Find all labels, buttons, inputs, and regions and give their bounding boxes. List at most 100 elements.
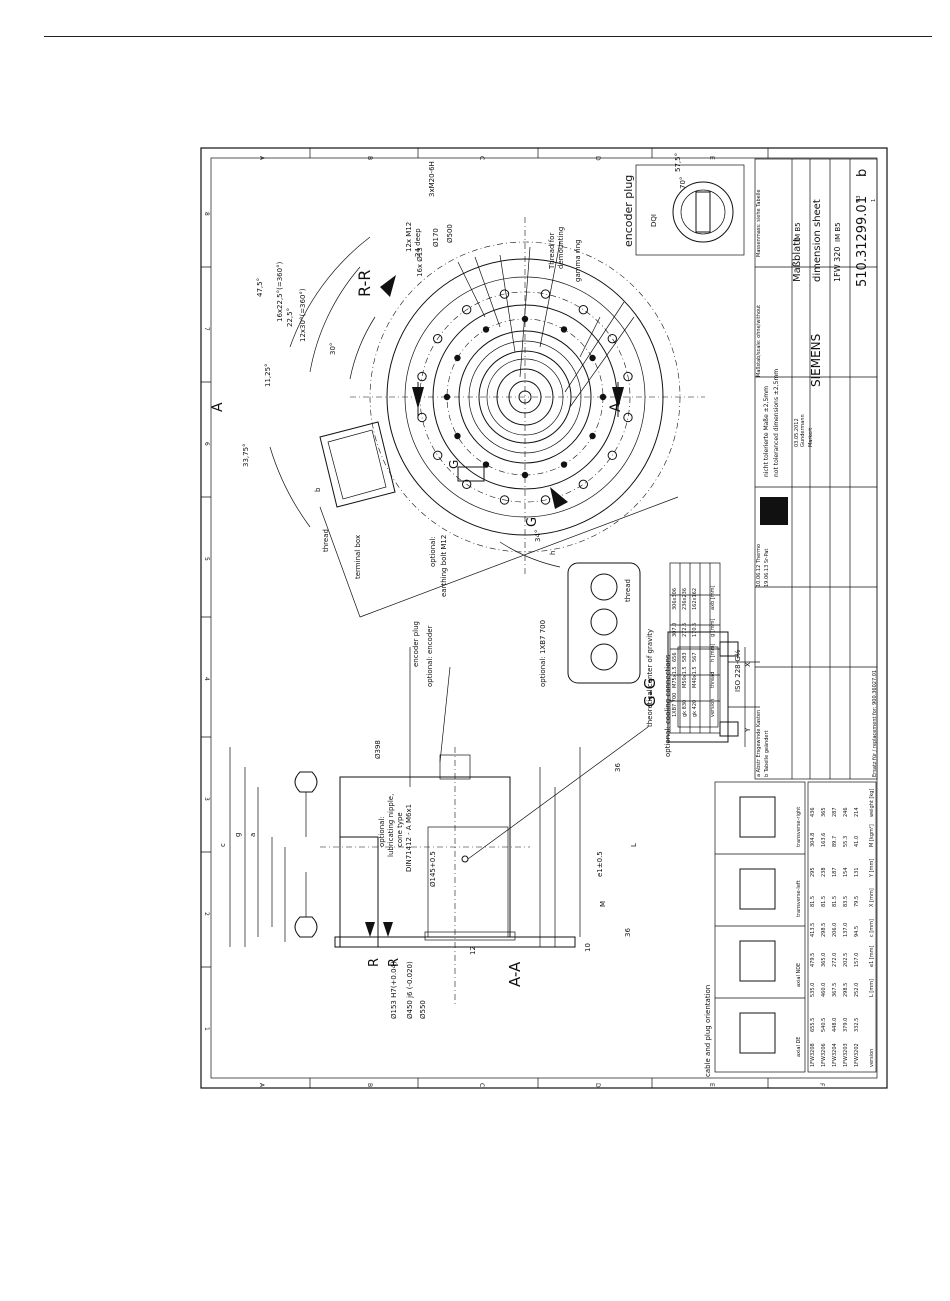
thread-table-cell: 583 xyxy=(682,652,688,662)
version-table-cell: 154 xyxy=(843,867,849,877)
title-sheet: 1 xyxy=(871,199,877,202)
orient-motor-1 xyxy=(739,796,776,838)
version-table-header: Y [mm] xyxy=(869,859,875,878)
version-table-cell: 540.5 xyxy=(821,1018,827,1032)
g-arrow xyxy=(550,487,568,509)
title-block-frame xyxy=(754,158,878,780)
version-table-cell: 246 xyxy=(843,807,849,817)
threaded-hole xyxy=(521,315,529,323)
version-table-cell: 238 xyxy=(821,867,827,877)
dim-c: c xyxy=(219,843,227,847)
replacement: Ersatz für / replacement for: 900.36027.… xyxy=(872,670,878,777)
thread-hole-1 xyxy=(590,573,618,601)
dim-3xm20: 3xM20-6H xyxy=(428,161,436,197)
label-thread-for: Thread for xyxy=(548,233,556,270)
zone-letter: C xyxy=(478,1083,485,1087)
bolt-hole xyxy=(499,289,510,299)
bolt-hole xyxy=(432,333,443,344)
cable-orientation-panel: cable and plug orientation transverse-ri… xyxy=(704,781,806,1077)
thread-table-cell: 1XB7 700 xyxy=(672,693,678,717)
g-marker-2: G xyxy=(525,517,540,527)
label-y: Y xyxy=(744,727,752,733)
title-format: A3 xyxy=(856,195,862,202)
r-marker-2: R xyxy=(387,958,402,967)
bolt-hole xyxy=(499,495,510,505)
version-table-cells: 1FW3208655.5535.0479.5413.581.5295304.84… xyxy=(810,789,875,1067)
dim-a: a xyxy=(249,833,257,837)
cog-leader xyxy=(467,726,649,860)
outer-frame xyxy=(200,147,888,1089)
title-mounting-2: IM B5 xyxy=(834,222,842,242)
aa-section-view xyxy=(229,647,649,1007)
orient-motor-3 xyxy=(739,940,776,982)
threaded-hole xyxy=(589,354,596,362)
title-de: Maßblatt xyxy=(792,238,803,282)
dim-d145: Ø145+0.5 xyxy=(429,851,437,887)
label-lub-3: cone type xyxy=(396,812,404,847)
label-optional-earthing: optional: xyxy=(429,536,437,567)
label-thread: thread xyxy=(322,529,330,552)
version-table-cell: 1FW3204 xyxy=(832,1043,838,1067)
dim-16x22-5: 16x22,5°(=360°) xyxy=(276,261,284,322)
version-table-cell: 252.0 xyxy=(854,983,860,997)
center-lines xyxy=(350,217,705,577)
version-table-header: c [mm] xyxy=(869,919,875,937)
thread-table-header: h [mm] xyxy=(710,644,716,662)
bolt-hole xyxy=(540,495,551,505)
version-table-header: weight [kg] xyxy=(869,789,875,817)
cog-marker xyxy=(461,855,469,863)
version-table-cell: 94.5 xyxy=(854,926,860,937)
thread-table-header: axb [mm] xyxy=(710,586,716,610)
version-table-cell: 81.5 xyxy=(832,896,838,907)
dim-10: 10 xyxy=(584,943,592,952)
label-x: X xyxy=(744,662,752,667)
view-title-aa: A-A xyxy=(506,961,524,987)
rev-a-date: 10.06.12 Thermo xyxy=(756,544,762,587)
dim-M: M xyxy=(599,901,607,907)
thread-table-cell: 162x162 xyxy=(692,588,698,610)
threaded-hole xyxy=(589,432,596,440)
bolt-hole xyxy=(461,479,472,490)
dim-16xd13: 16x Ø13 xyxy=(416,247,424,277)
version-table-header: version xyxy=(869,1049,875,1067)
label-iso: ISO 228-G½ xyxy=(734,649,742,692)
thread-table-cell: 170.5 xyxy=(692,623,698,637)
zone-number: 7 xyxy=(203,327,210,331)
zone-letter: C xyxy=(478,156,485,160)
orient-label-3: axial NDE xyxy=(796,963,802,987)
dim-12xm12: 12x M12 xyxy=(405,222,413,252)
label-demounting: demounting xyxy=(557,227,565,269)
version-table-cell: 1FW3203 xyxy=(843,1043,849,1067)
g-marker-1: G xyxy=(447,460,461,469)
bolt-hole xyxy=(607,333,618,344)
terminal-box-outline xyxy=(319,421,396,508)
rev-a: a Abstr Ersgewinde Kasten xyxy=(756,710,762,777)
title-scale: Maßstab/scale: ohne/without xyxy=(756,305,762,377)
thread-table-header: thread xyxy=(710,672,716,688)
technical-drawing: A B C D E A B C D E F 1 2 3 4 5 6 7 8 xyxy=(200,147,888,1089)
bolt-hole xyxy=(578,479,589,490)
version-table-cell: 295 xyxy=(810,867,816,877)
terminal-box-inner xyxy=(327,429,387,500)
terminal-block xyxy=(339,836,379,948)
thread-table-cell: 236x236 xyxy=(682,588,688,610)
zone-letter: A xyxy=(258,1083,265,1088)
cooling-port-1 xyxy=(719,641,739,657)
encoder-plug-inner xyxy=(680,189,726,235)
zone-letter: B xyxy=(366,1083,373,1087)
orient-label-1: transverse-right xyxy=(796,807,802,847)
drawing-number: 510.31299.01 xyxy=(855,196,870,287)
bolt-hole xyxy=(623,371,633,382)
dim-24-deep: 24 deep xyxy=(414,228,422,257)
version-table-header: e1 [mm] xyxy=(869,945,875,967)
zone-number: 8 xyxy=(203,212,210,216)
leader-lines xyxy=(457,241,635,408)
version-table-cell: 460.0 xyxy=(821,983,827,997)
thread-table-header: g [mm] xyxy=(710,619,716,637)
version-table-cell: 448.0 xyxy=(832,1018,838,1032)
title-block-grid xyxy=(755,159,877,779)
thread-table-header: version xyxy=(710,699,716,717)
bolt-hole xyxy=(540,289,551,299)
dim-57-5: 57,5° xyxy=(674,153,682,172)
threaded-hole xyxy=(443,393,451,401)
